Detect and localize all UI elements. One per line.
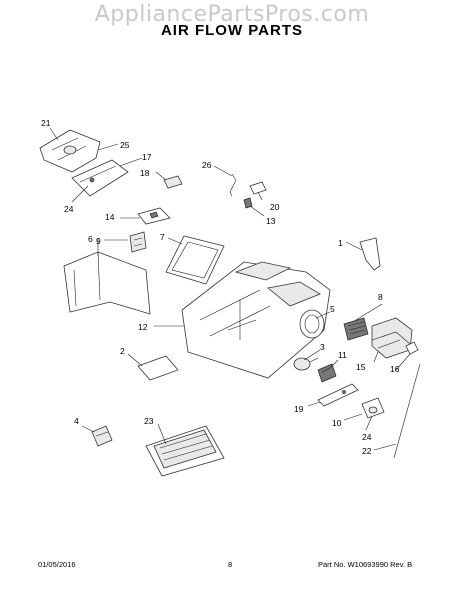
part-grease-filter[interactable] (145, 425, 225, 477)
part-filter-frame[interactable] (165, 235, 225, 285)
part-clip[interactable] (229, 173, 237, 197)
part-switch[interactable] (129, 231, 147, 253)
callout-8: 8 (378, 292, 383, 302)
callout-labels: 21 25 17 18 24 26 20 13 14 9 6 7 1 8 5 1… (41, 118, 400, 456)
callout-5: 5 (330, 304, 335, 314)
callout-2: 2 (120, 346, 125, 356)
callout-12: 12 (138, 322, 148, 332)
callout-21: 21 (41, 118, 51, 128)
part-side-panel[interactable] (63, 251, 151, 315)
callout-3: 3 (320, 342, 325, 352)
callout-7: 7 (160, 232, 165, 242)
callout-24b: 24 (362, 432, 372, 442)
callout-22: 22 (362, 446, 372, 456)
part-damper-small[interactable] (361, 397, 385, 419)
part-main-chassis[interactable] (181, 261, 331, 379)
part-bracket-right[interactable] (359, 237, 381, 271)
leader-lines (49, 127, 411, 451)
callout-16: 16 (390, 364, 400, 374)
part-plate[interactable] (137, 355, 179, 381)
callout-10: 10 (332, 418, 342, 428)
part-small-pad[interactable] (163, 175, 183, 189)
part-connector[interactable] (405, 341, 419, 355)
part-bracket-small[interactable] (243, 181, 267, 209)
callout-6: 6 (88, 234, 93, 244)
callout-23: 23 (144, 416, 154, 426)
footer-part-number: Part No. W10693990 Rev. B (318, 560, 413, 569)
callout-15: 15 (356, 362, 366, 372)
footer-page-number: 8 (228, 560, 233, 569)
callout-24a: 24 (64, 204, 74, 214)
callout-14: 14 (105, 212, 115, 222)
callout-26: 26 (202, 160, 212, 170)
part-mount-block[interactable] (91, 425, 113, 447)
callout-20: 20 (270, 202, 280, 212)
callout-18: 18 (140, 168, 150, 178)
part-grille[interactable] (343, 317, 369, 341)
callout-11: 11 (338, 350, 347, 360)
part-fan-motor[interactable] (293, 357, 319, 371)
watermark: AppliancePartsPros.com (94, 2, 370, 27)
part-motor-bracket[interactable] (317, 363, 337, 383)
callout-1: 1 (338, 238, 343, 248)
callout-4: 4 (74, 416, 79, 426)
page-title: AIR FLOW PARTS (160, 22, 304, 39)
callout-13: 13 (266, 216, 276, 226)
part-duct-cover[interactable] (39, 129, 101, 173)
callout-17: 17 (142, 152, 152, 162)
part-rod[interactable] (393, 363, 421, 459)
part-bracket-strip[interactable] (317, 383, 359, 407)
callout-9: 9 (96, 236, 101, 246)
callout-25: 25 (120, 140, 130, 150)
part-filter-clip[interactable] (137, 207, 171, 225)
callout-19: 19 (294, 404, 304, 414)
footer-date: 01/05/2016 (38, 560, 76, 569)
